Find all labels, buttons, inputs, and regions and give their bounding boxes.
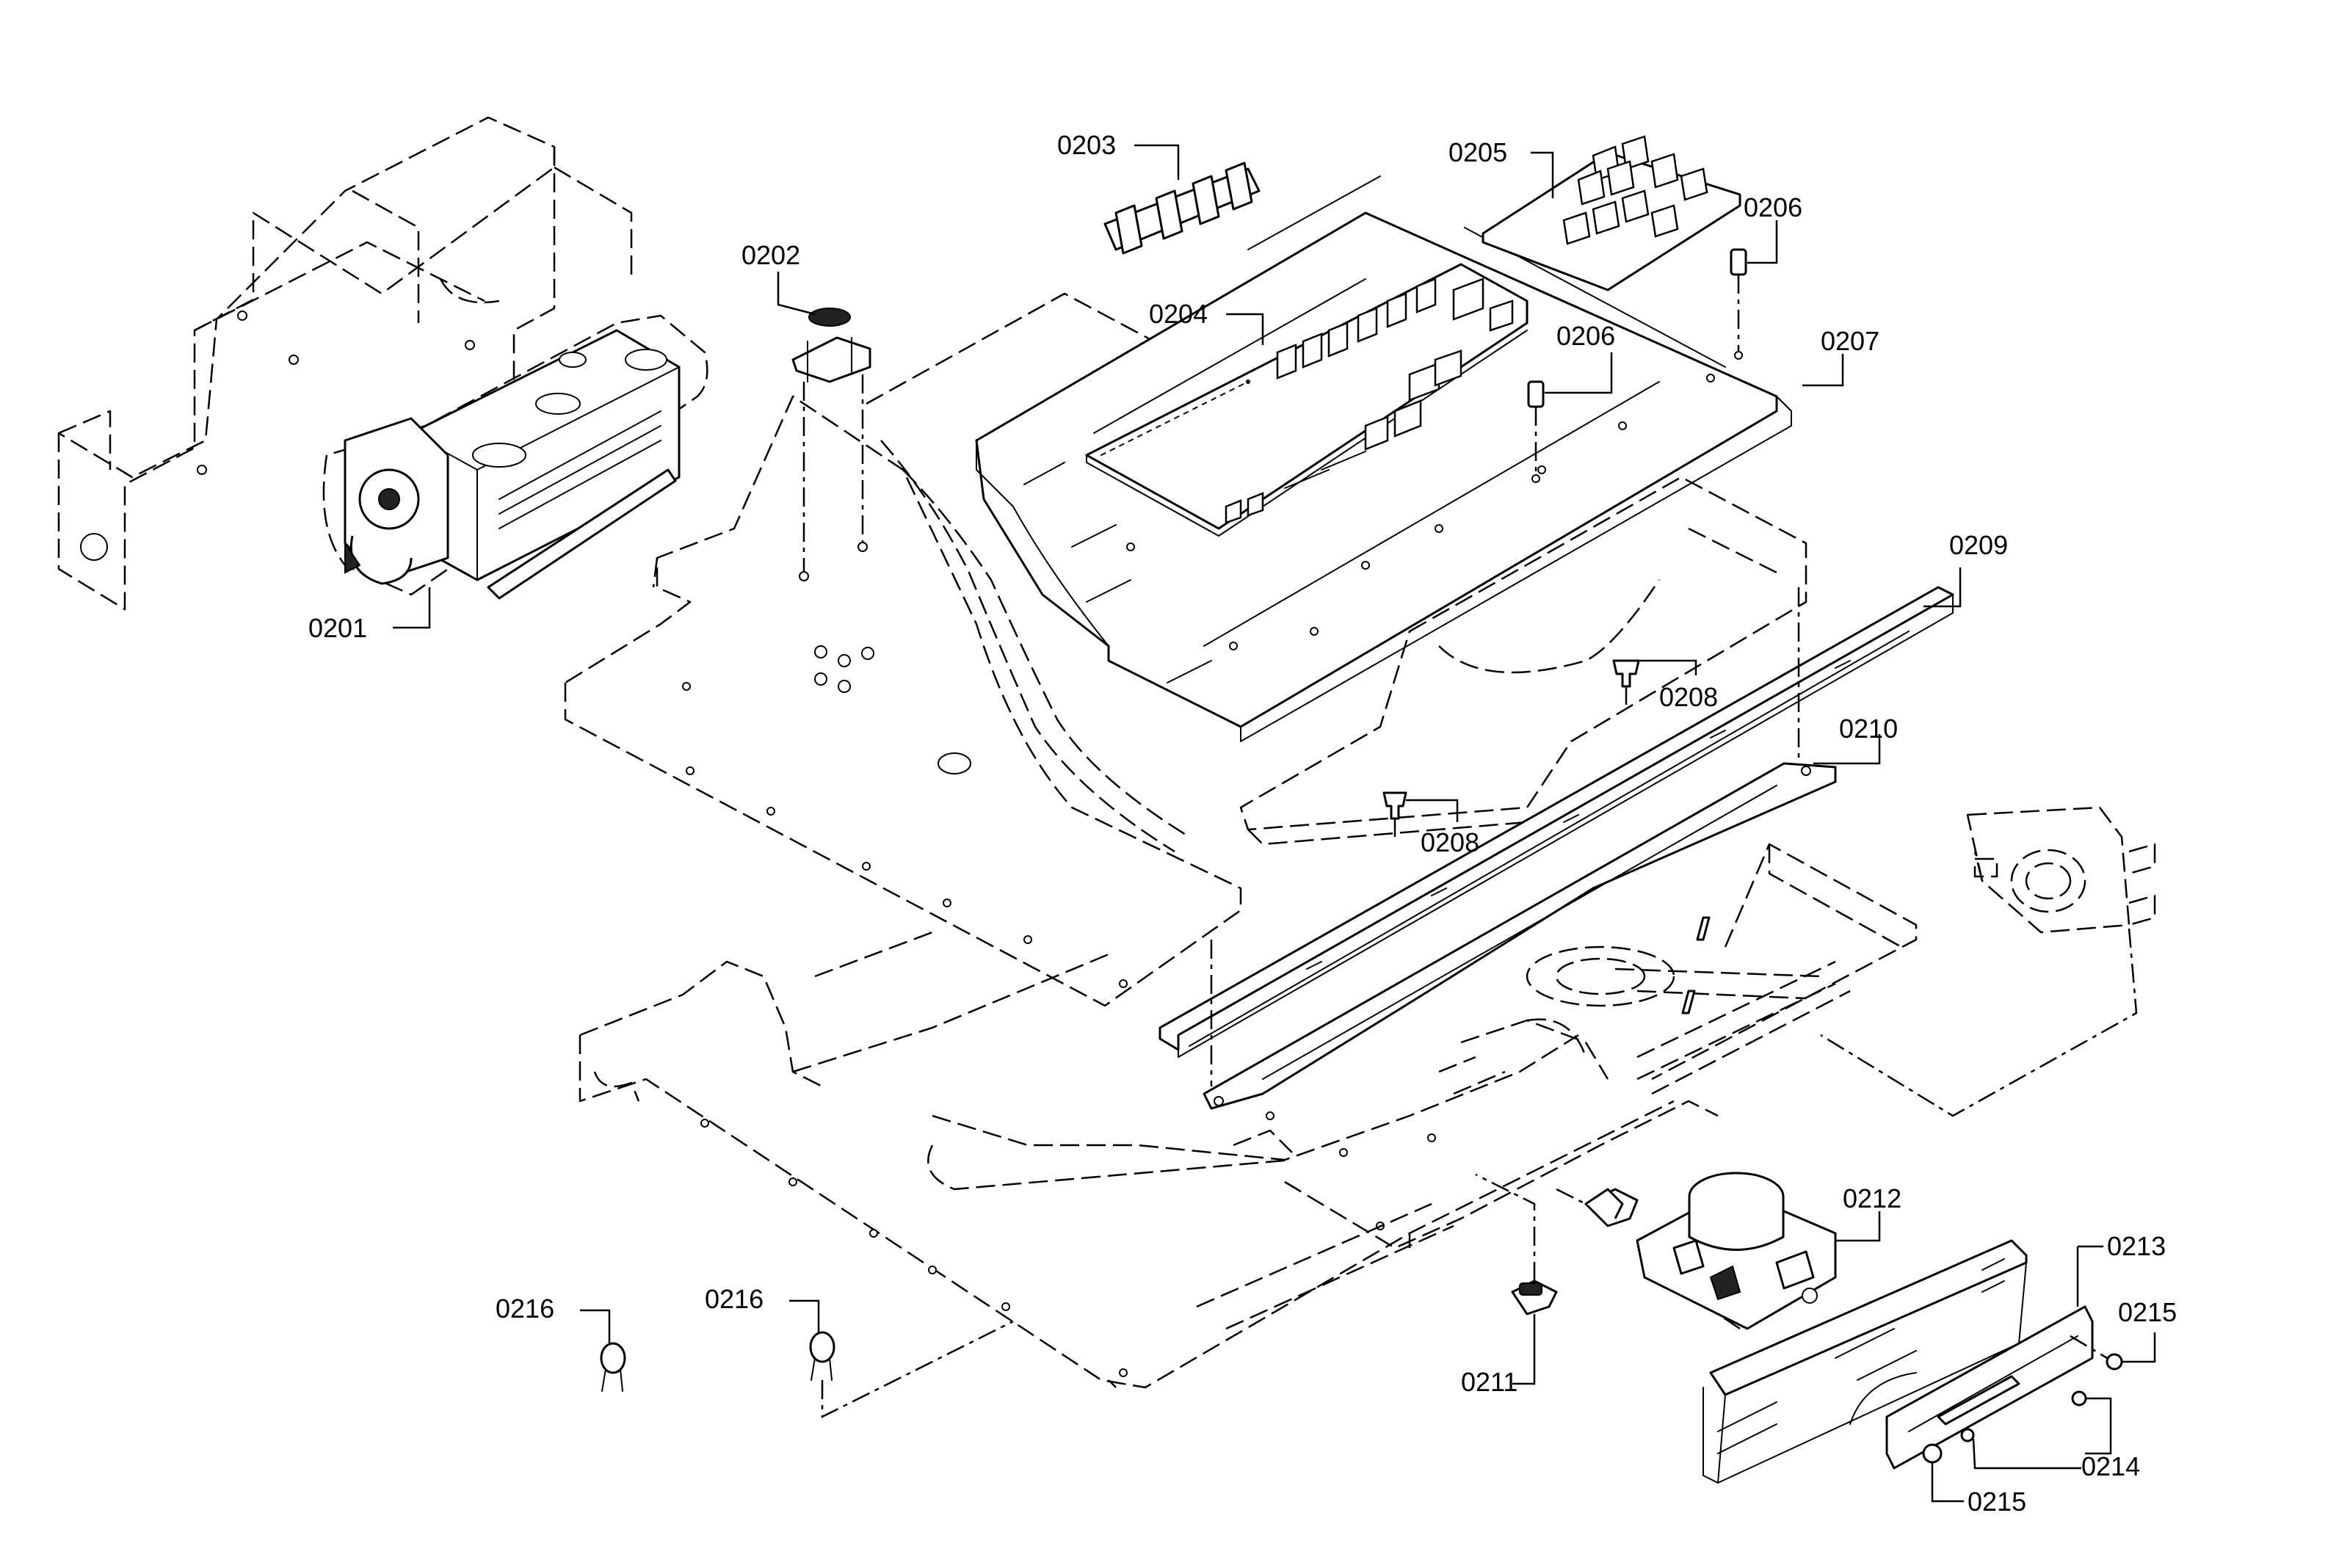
label-0206-right: 0206 — [1744, 192, 1802, 222]
label-0205: 0205 — [1448, 137, 1507, 167]
latch-cover-plate[interactable] — [1885, 1245, 2103, 1470]
label-0216-right: 0216 — [705, 1284, 764, 1314]
wire-clip-left[interactable] — [580, 1309, 626, 1392]
screw-lower[interactable] — [1922, 1443, 1964, 1503]
label-0207: 0207 — [1821, 326, 1879, 356]
front-rail-channel[interactable] — [1158, 567, 1962, 1058]
oven-bottom-frame — [579, 843, 1918, 1389]
label-0213: 0213 — [2107, 1231, 2166, 1261]
label-0201: 0201 — [308, 613, 367, 643]
wire-harness-clip — [1556, 1188, 1624, 1219]
label-0206-center: 0206 — [1556, 321, 1615, 351]
label-0212: 0212 — [1843, 1183, 1901, 1213]
label-0209: 0209 — [1949, 530, 2008, 560]
latch-motor-assembly[interactable] — [1584, 1172, 1881, 1330]
label-0214: 0214 — [2081, 1451, 2140, 1481]
label-0215-lower: 0215 — [1968, 1487, 2026, 1517]
thermal-cutout[interactable] — [1475, 1173, 1558, 1385]
label-0215-upper: 0215 — [2118, 1297, 2177, 1327]
board-mounting-tray[interactable] — [975, 175, 1844, 742]
label-0204: 0204 — [1149, 299, 1208, 329]
latch-front-bracket — [1703, 1239, 2028, 1484]
front-trim-strip[interactable] — [1203, 734, 1881, 1110]
door-lock-plate-outline — [1820, 806, 2156, 1117]
cavity-floor-outline — [1239, 476, 1807, 846]
mounting-pin-lower[interactable] — [1382, 791, 1459, 837]
oven-side-housing-outline — [57, 116, 633, 611]
screw-center[interactable] — [1960, 1428, 2081, 1470]
wire-clip-right[interactable] — [789, 1299, 1014, 1419]
label-0216-left: 0216 — [496, 1293, 554, 1324]
control-board-main[interactable] — [1085, 263, 1529, 537]
screw-side — [2071, 1390, 2112, 1455]
convection-fan-motor-assembly[interactable] — [322, 314, 708, 629]
label-0210: 0210 — [1839, 714, 1898, 744]
label-0211: 0211 — [1461, 1367, 1517, 1397]
standoff-spacer-right[interactable] — [1730, 220, 1778, 360]
relay-board[interactable] — [1482, 135, 1741, 291]
cavity-bottom-plate-outline — [564, 292, 1242, 1007]
mounting-pin-upper[interactable] — [1612, 659, 1697, 705]
label-0202: 0202 — [741, 240, 800, 270]
label-0208-lower: 0208 — [1421, 827, 1479, 857]
label-0208-upper: 0208 — [1659, 682, 1718, 712]
wire-connector-block[interactable] — [1103, 144, 1261, 255]
thermostat-on-bracket[interactable] — [777, 272, 871, 581]
standoff-spacer-center[interactable] — [1527, 352, 1613, 483]
label-0203: 0203 — [1057, 130, 1116, 160]
screw-upper[interactable] — [2070, 1332, 2156, 1371]
